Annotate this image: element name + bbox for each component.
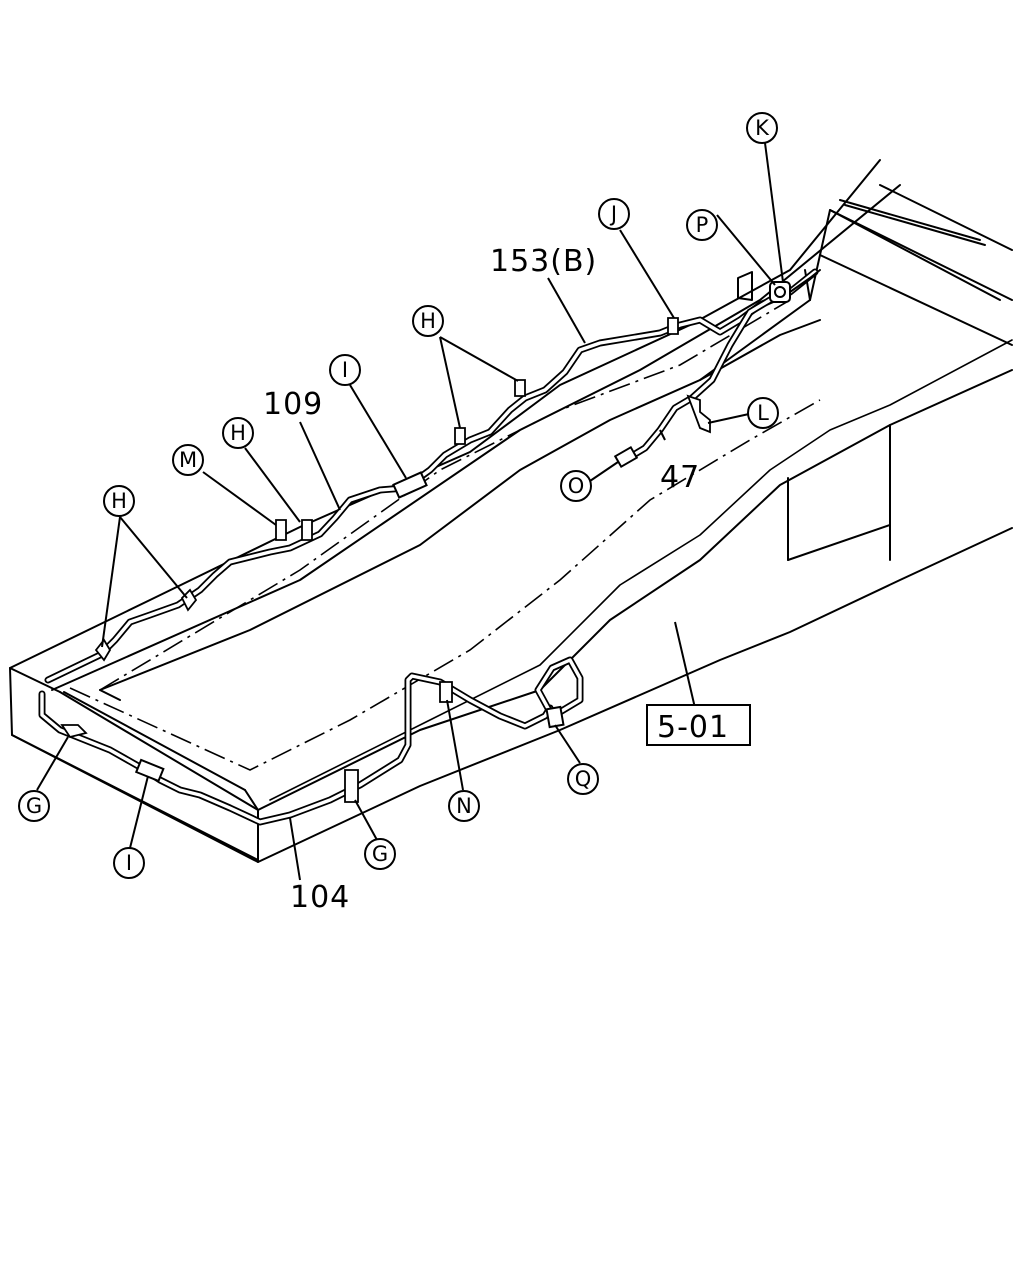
part-number-104: 104 <box>290 880 350 915</box>
callout-q: Q <box>567 763 599 795</box>
callout-j-label: J <box>609 202 617 226</box>
callout-o-label: O <box>568 474 585 498</box>
callout-i-bottom: I <box>113 847 145 879</box>
callout-m: M <box>172 444 204 476</box>
callout-k: K <box>746 112 778 144</box>
callout-l-label: L <box>757 401 769 425</box>
callout-i-top-label: I <box>342 358 348 382</box>
callout-g-left-label: G <box>26 794 42 818</box>
part-number-109: 109 <box>263 387 323 422</box>
reference-box-label: 5-01 <box>657 710 729 745</box>
callout-p: P <box>686 209 718 241</box>
callout-k-label: K <box>755 116 770 140</box>
callout-g-bottom-label: G <box>372 842 388 866</box>
part-number-153b: 153(B) <box>490 244 597 279</box>
leader-lines <box>36 142 784 881</box>
callout-n: N <box>448 790 480 822</box>
callout-i-top: I <box>329 354 361 386</box>
callout-h-mid-label: H <box>230 421 246 445</box>
callout-h-left-label: H <box>111 489 127 513</box>
pipe-fittings <box>134 269 821 783</box>
callout-h-top-label: H <box>420 309 436 333</box>
callout-m-label: M <box>179 448 197 472</box>
callout-h-mid: H <box>222 417 254 449</box>
callout-h-left: H <box>103 485 135 517</box>
callout-i-bottom-label: I <box>126 851 132 875</box>
callout-p-label: P <box>696 213 709 237</box>
callout-q-label: Q <box>575 767 592 791</box>
pipe-clips <box>60 317 711 803</box>
part-number-47: 47 <box>660 460 700 495</box>
callout-l: L <box>747 397 779 429</box>
callout-g-bottom: G <box>364 838 396 870</box>
pipe-104 <box>38 656 584 826</box>
callout-g-left: G <box>18 790 50 822</box>
callout-o: O <box>560 470 592 502</box>
callout-j: J <box>598 198 630 230</box>
reference-box[interactable]: 5-01 <box>646 704 751 746</box>
callout-n-label: N <box>456 794 472 818</box>
callout-h-top: H <box>412 305 444 337</box>
